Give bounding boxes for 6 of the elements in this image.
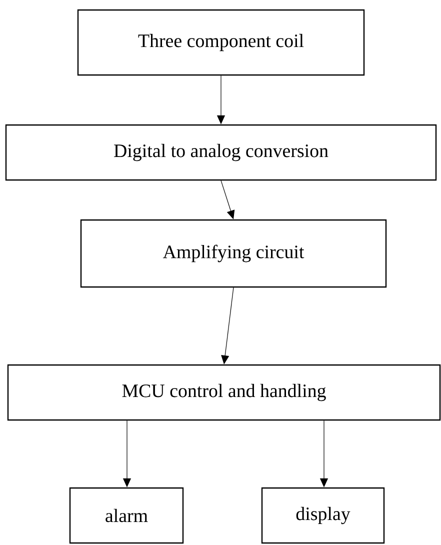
process-box: alarm bbox=[69, 487, 184, 544]
process-box: MCU control and handling bbox=[7, 364, 441, 421]
process-box: Digital to analog conversion bbox=[5, 124, 437, 181]
process-box: Three component coil bbox=[77, 9, 365, 76]
process-box: Amplifying circuit bbox=[80, 219, 387, 288]
process-box: display bbox=[261, 487, 385, 544]
